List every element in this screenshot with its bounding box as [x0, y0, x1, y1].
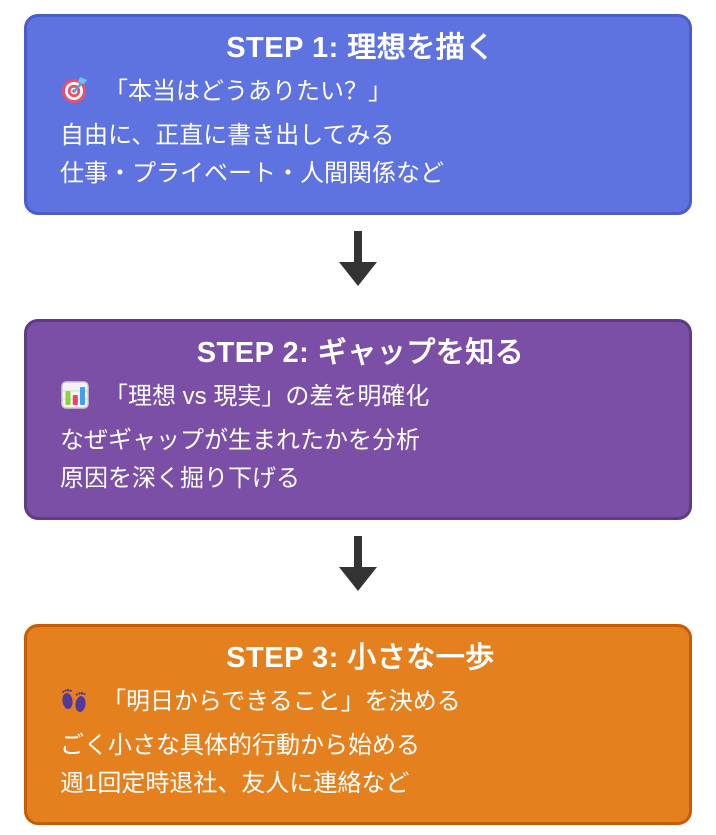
step-1-line-2: 自由に、正直に書き出してみる	[60, 117, 661, 155]
step-3-title: STEP 3: 小さな一歩	[226, 642, 495, 674]
step-2-line-2: なぜギャップが生まれたかを分析	[60, 422, 661, 460]
step-1-box: STEP 1: 理想を描く 「本当はどうありたい？」 自由に、正直に書き出してみ…	[24, 14, 692, 215]
step-3-line-1: 「明日からできること」を決める	[60, 683, 661, 727]
step-1-title: STEP 1: 理想を描く	[226, 32, 495, 64]
step-1-line-3: 仕事・プライベート・人間関係など	[60, 155, 661, 193]
step-2-box: STEP 2: ギャップを知る 「理想 vs 現実」の差を明確化 なぜギャップが…	[24, 319, 692, 520]
step-3-line-3: 週1回定時退社、友人に連絡など	[60, 765, 661, 803]
step-2-line-2-text: なぜギャップが生まれたかを分析	[60, 427, 420, 454]
step-1-line-3-text: 仕事・プライベート・人間関係など	[60, 160, 444, 187]
step-2-line-3-text: 原因を深く掘り下げる	[60, 465, 300, 492]
step-3-box: STEP 3: 小さな一歩	[24, 624, 692, 825]
step-3-line-3-text: 週1回定時退社、友人に連絡など	[60, 770, 410, 797]
step-3-line-1-text: 「明日からできること」を決める	[102, 688, 461, 715]
down-arrow	[336, 536, 380, 592]
step-2-title: STEP 2: ギャップを知る	[196, 337, 525, 369]
target-icon	[60, 75, 90, 117]
step-1-line-1: 「本当はどうありたい？」	[60, 73, 661, 117]
step-2-line-1: 「理想 vs 現実」の差を明確化	[60, 378, 661, 422]
step-2-line-3: 原因を深く掘り下げる	[60, 460, 661, 498]
down-arrow	[336, 231, 380, 287]
bar-chart-icon	[60, 380, 90, 422]
step-2-line-1-text: 「理想 vs 現実」の差を明確化	[104, 383, 430, 410]
step-1-line-1-text: 「本当はどうありたい？」	[104, 78, 392, 105]
footprints-icon	[60, 685, 88, 727]
step-1-line-2-text: 自由に、正直に書き出してみる	[60, 122, 395, 149]
step-3-line-2: ごく小さな具体的行動から始める	[60, 727, 661, 765]
step-3-line-2-text: ごく小さな具体的行動から始める	[60, 732, 420, 759]
